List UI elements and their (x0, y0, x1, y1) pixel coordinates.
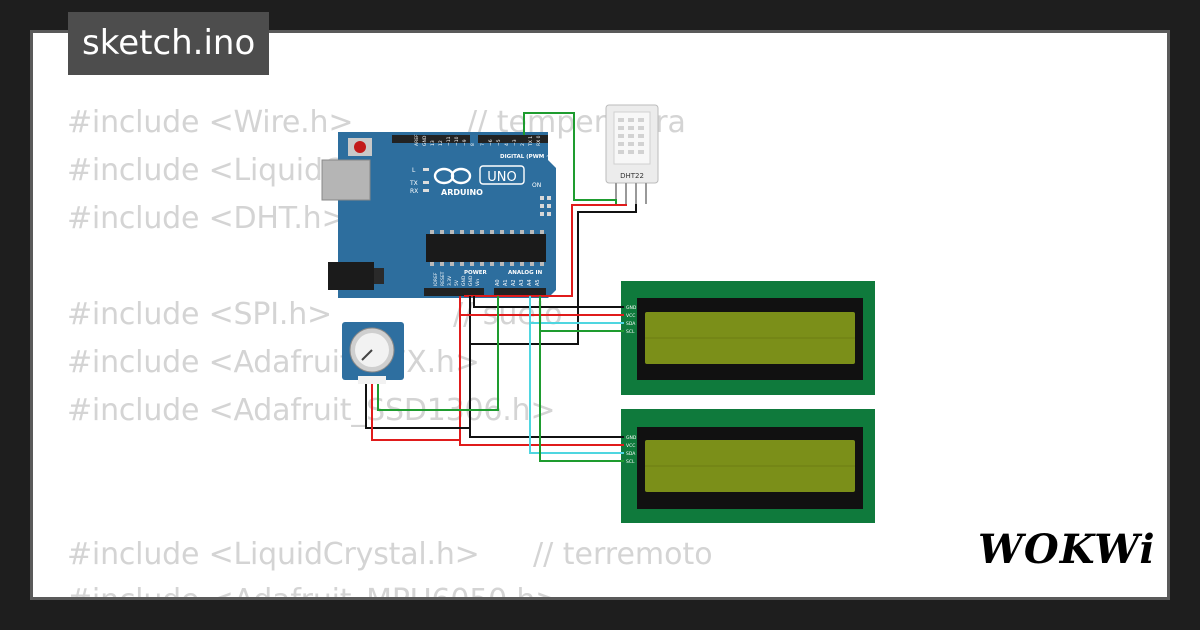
code-line-3: #include <DHT.h> (67, 201, 347, 236)
svg-text:A0: A0 (495, 279, 501, 286)
sensor-label: DHT22 (620, 172, 644, 180)
svg-text:GND: GND (422, 135, 428, 146)
arduino-board[interactable]: UNO ARDUINO DIGITAL (PWM ~) ON L TX RX P… (321, 132, 556, 298)
svg-text:VCC: VCC (626, 313, 635, 319)
power-label: POWER (464, 270, 488, 276)
svg-text:A4: A4 (527, 279, 533, 286)
svg-text:SDA: SDA (626, 321, 636, 327)
board-brand-label: ARDUINO (441, 188, 483, 197)
svg-text:~11: ~11 (446, 136, 452, 146)
svg-text:AREF: AREF (414, 134, 420, 146)
svg-text:12: 12 (438, 140, 444, 146)
digital-label: DIGITAL (PWM ~) (500, 154, 554, 160)
digital-pin-labels: AREF GND 13 12 ~11 ~10 ~9 8 7 ~6 ~5 4 ~3… (414, 134, 542, 147)
svg-text:5V: 5V (454, 279, 460, 286)
analog-label: ANALOG IN (508, 270, 543, 276)
svg-text:GND: GND (461, 275, 467, 286)
code-line-4: #include <SPI.h> (67, 297, 332, 332)
svg-text:8: 8 (470, 143, 476, 146)
svg-text:~3: ~3 (512, 139, 518, 146)
potentiometer-module[interactable] (342, 322, 404, 384)
lcd-display-1[interactable]: GND VCC SDA SCL (621, 281, 875, 395)
svg-text:SCL: SCL (626, 329, 635, 335)
svg-text:GND: GND (468, 275, 474, 286)
svg-text:~6: ~6 (488, 139, 494, 146)
board-model-label: UNO (487, 170, 516, 185)
circuit-diagram: UNO ARDUINO DIGITAL (PWM ~) ON L TX RX P… (321, 104, 875, 523)
svg-text:7: 7 (480, 143, 486, 146)
svg-text:13: 13 (430, 140, 436, 146)
svg-text:A3: A3 (519, 279, 525, 286)
svg-text:GND: GND (626, 305, 637, 311)
lcd-display-2[interactable]: GND VCC SDA SCL (621, 409, 875, 523)
tx-led-label: TX (409, 180, 418, 187)
svg-text:VCC: VCC (626, 443, 635, 449)
svg-text:SDA: SDA (626, 451, 636, 457)
svg-text:~10: ~10 (454, 136, 460, 146)
wires (365, 112, 637, 462)
l-led-label: L (412, 167, 416, 174)
code-line-7: #include <LiquidCrystal.h> (67, 537, 480, 572)
dht22-sensor[interactable]: DHT22 (605, 104, 659, 204)
window-title[interactable]: sketch.ino (68, 12, 270, 75)
svg-text:RESET: RESET (440, 271, 446, 286)
svg-text:Vin: Vin (475, 279, 481, 286)
svg-text:GND: GND (626, 435, 637, 441)
svg-text:A5: A5 (535, 279, 541, 286)
svg-text:2: 2 (520, 143, 526, 146)
svg-text:RX 0: RX 0 (536, 135, 542, 146)
rx-led-label: RX (410, 188, 418, 195)
code-comment-7: // terremoto (533, 537, 713, 572)
svg-text:~9: ~9 (462, 139, 468, 146)
svg-text:A2: A2 (511, 279, 517, 286)
analog-pin-labels: A0 A1 A2 A3 A4 A5 (495, 279, 541, 286)
svg-text:SCL: SCL (626, 459, 635, 465)
svg-text:3.3V: 3.3V (447, 275, 453, 286)
on-led-label: ON (532, 182, 541, 189)
preview-card: #include <Wire.h> // temperatura #includ… (33, 33, 1167, 597)
wokwi-logo: WOKWi (978, 526, 1156, 573)
svg-text:A1: A1 (503, 279, 509, 286)
power-pin-labels: IOREF RESET 3.3V 5V GND GND Vin (433, 271, 481, 286)
svg-text:4: 4 (504, 143, 510, 146)
arduino-logo (433, 165, 525, 185)
svg-text:~5: ~5 (496, 139, 502, 146)
code-line-1: #include <Wire.h> (67, 105, 354, 140)
svg-text:IOREF: IOREF (433, 272, 439, 286)
svg-text:TX 1: TX 1 (528, 136, 534, 147)
code-line-8: #include <Adafruit_MPU6050.h> (67, 583, 560, 597)
